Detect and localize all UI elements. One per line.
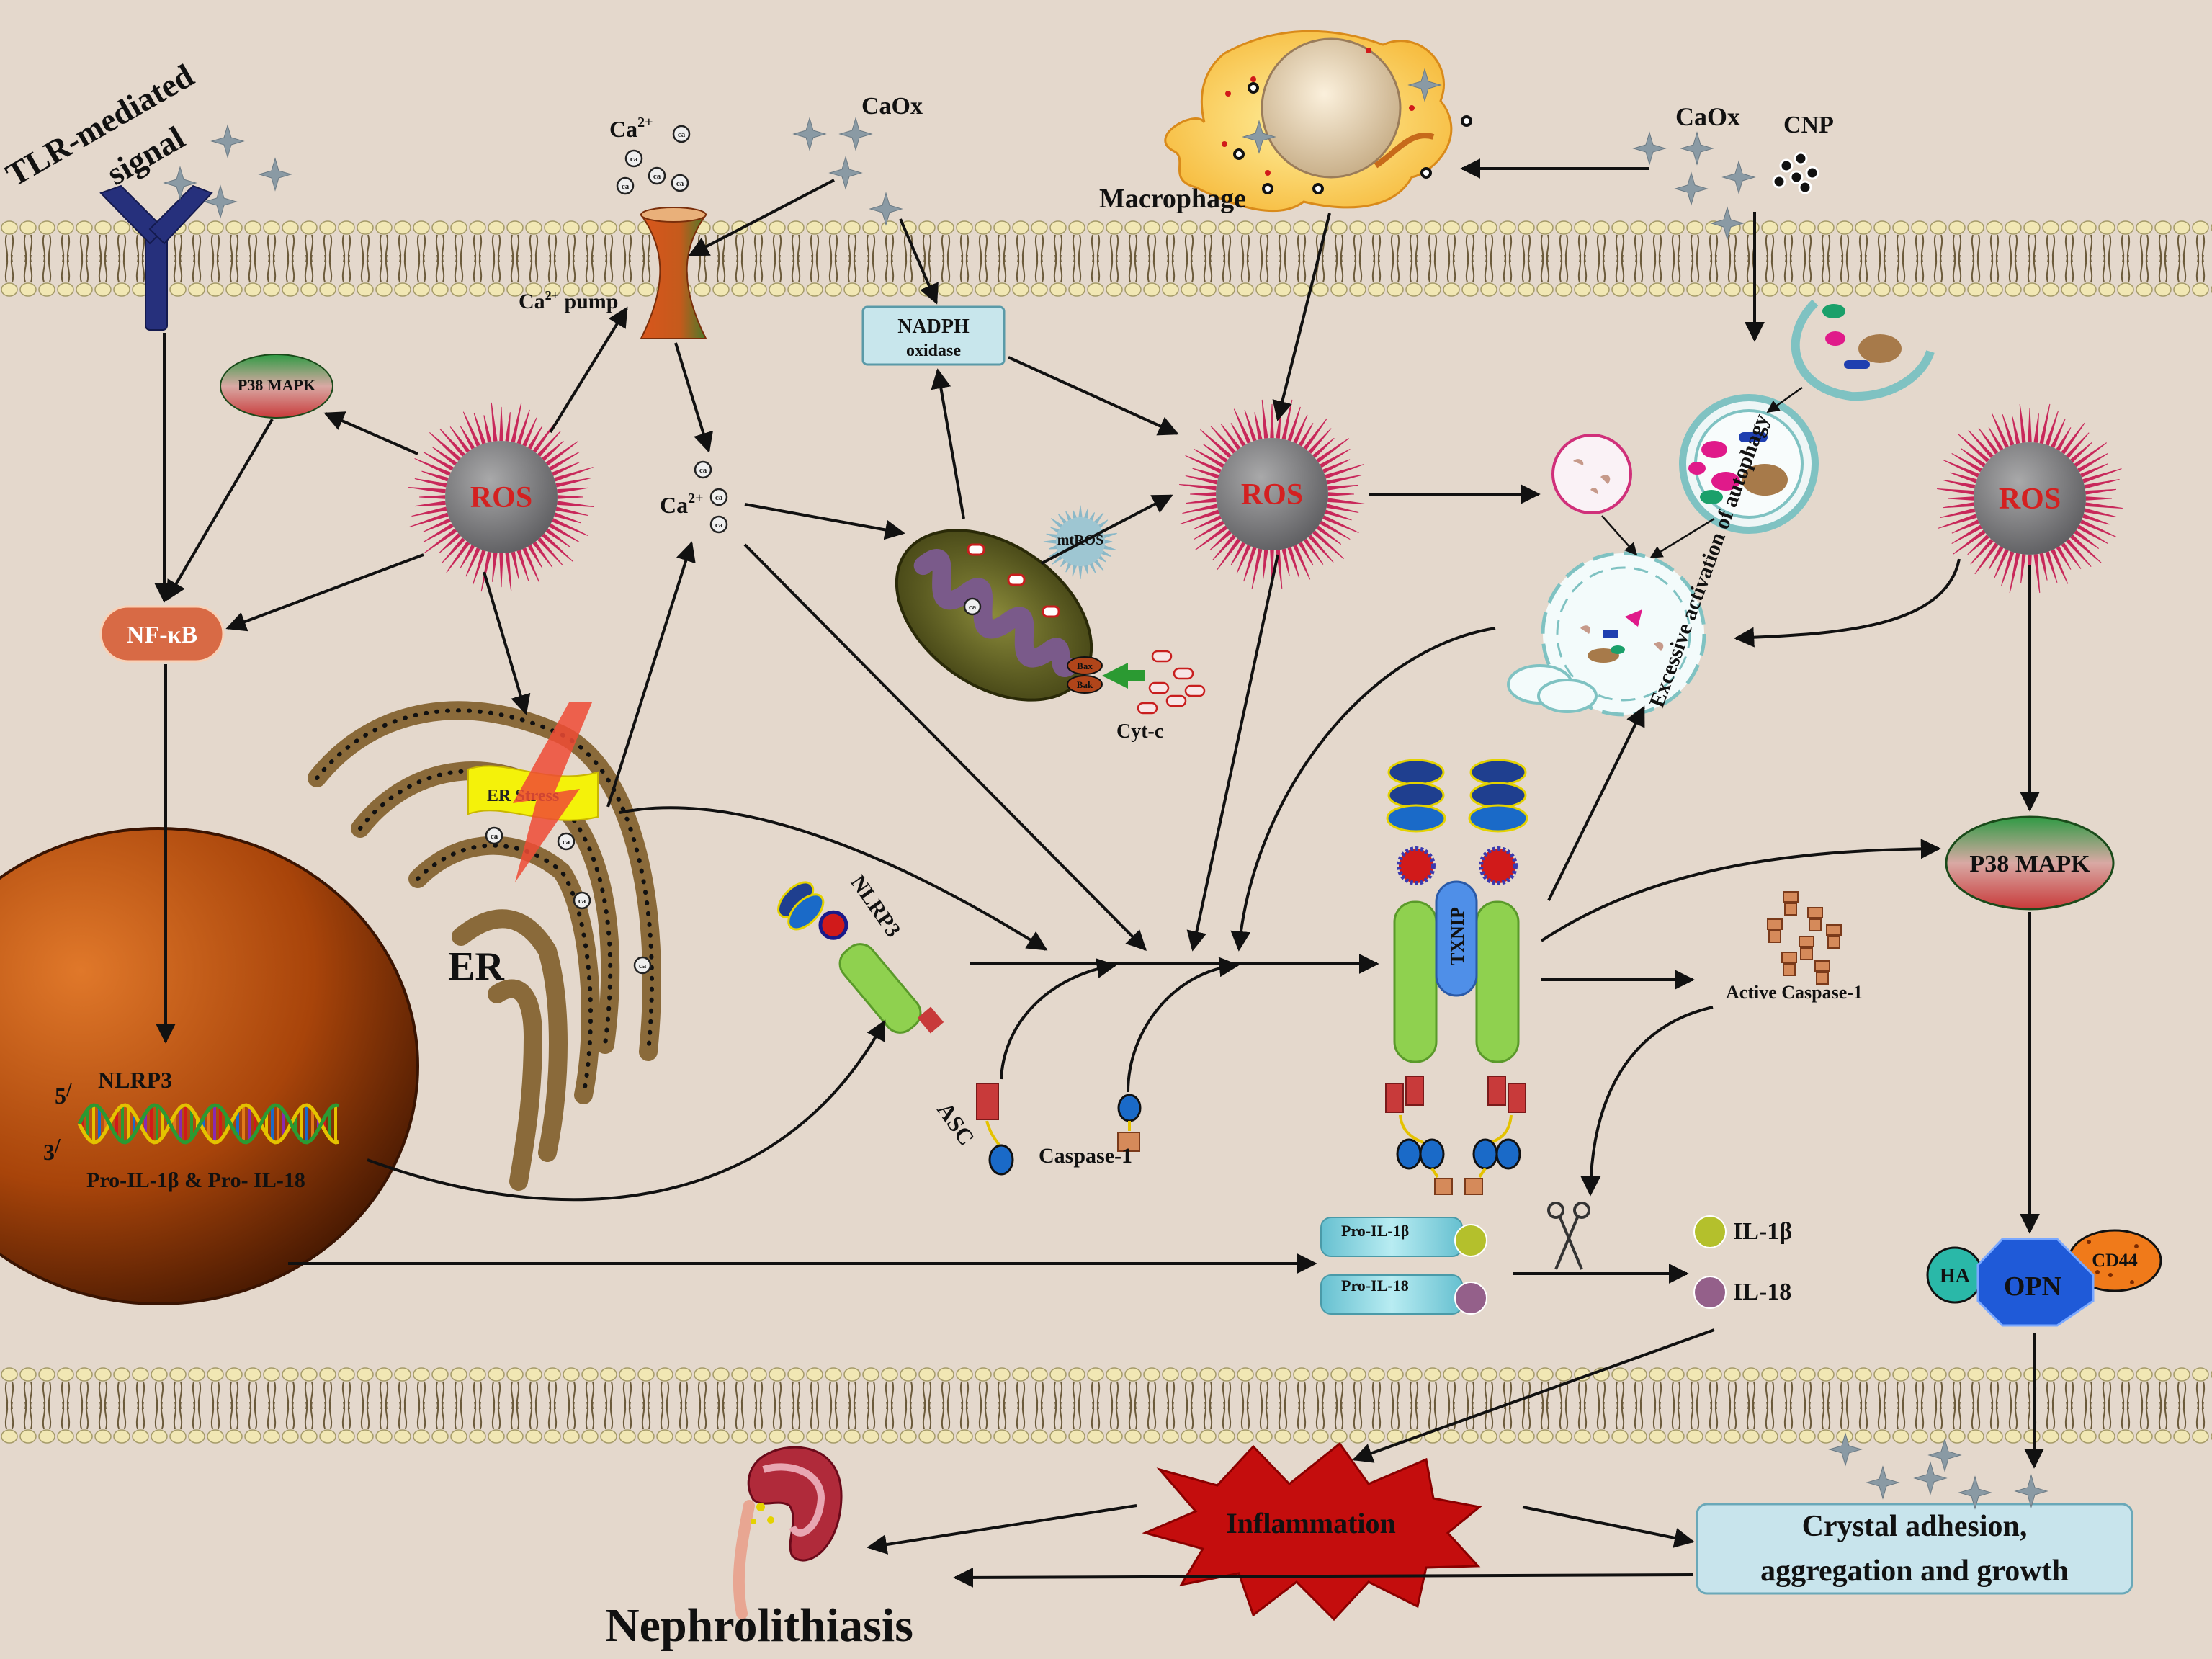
green-arrow-icon <box>1102 663 1145 689</box>
caox-right-label: CaOx <box>1675 102 1740 131</box>
ca-top-label: Ca2+ <box>609 115 653 142</box>
nfkb-node <box>99 605 225 663</box>
ros-right-label: ROS <box>1999 483 2061 516</box>
bax-label: Bax <box>1077 661 1093 671</box>
nucleus <box>0 827 419 1305</box>
caspase1-icon <box>1117 1094 1142 1122</box>
cytc-label: Cyt-c <box>1116 720 1163 743</box>
nadph-line2: oxidase <box>906 341 961 360</box>
asc-icon <box>976 1083 999 1120</box>
asc-label: ASC <box>932 1097 980 1150</box>
ros-left-label: ROS <box>470 481 532 514</box>
ros-burst-left <box>408 402 594 592</box>
il1b-dot <box>1693 1215 1727 1248</box>
bak-protein <box>1067 675 1103 694</box>
phagophore <box>1791 299 1935 401</box>
p38-mapk-left-label: P38 MAPK <box>238 376 315 394</box>
nfkb-label: NF-κB <box>127 622 197 648</box>
active-caspase-label: Active Caspase-1 <box>1726 982 1863 1003</box>
pro-il1b-label: Pro-IL-1β <box>1341 1222 1409 1240</box>
lysosome <box>1551 434 1632 514</box>
ha-label: HA <box>1940 1265 1971 1287</box>
cell-membrane-top <box>1 220 2212 297</box>
nlrp3-gene-label: NLRP3 <box>98 1067 172 1093</box>
scissors-icon <box>1547 1202 1590 1270</box>
er-label: ER <box>448 944 504 989</box>
caspase1-label: Caspase-1 <box>1039 1144 1132 1168</box>
cnp-label: CNP <box>1783 112 1834 138</box>
ros-burst-center <box>1179 399 1365 589</box>
crystal-line2: aggregation and growth <box>1760 1555 2069 1588</box>
kidney-icon <box>733 1446 843 1619</box>
opn-node <box>1976 1238 2095 1327</box>
pathway-arrows <box>154 158 2044 1588</box>
nadph-oxidase <box>861 305 1006 366</box>
il18-dot-pro <box>1454 1282 1487 1315</box>
p38-mapk-left <box>220 354 333 419</box>
bax-protein <box>1067 656 1103 675</box>
dna-helix <box>77 1103 339 1145</box>
autophagosome <box>1679 394 1819 534</box>
il18-dot <box>1693 1276 1727 1309</box>
three-prime-label: 3/ <box>43 1135 61 1165</box>
il1b-dot-pro <box>1454 1224 1487 1257</box>
txnip-label: TXNIP <box>1447 907 1468 965</box>
tlr-receptor-icon <box>99 184 213 331</box>
nlrp3-protein-inactive <box>777 881 848 940</box>
macrophage-label: Macrophage <box>1099 184 1246 214</box>
crystal-line1: Crystal adhesion, <box>1802 1510 2028 1543</box>
pro-il-gene-label: Pro-IL-1β & Pro- IL-18 <box>86 1168 305 1192</box>
ca-pump-label: Ca2+ pump <box>519 288 618 313</box>
opn-label: OPN <box>2004 1271 2061 1302</box>
nephrolithiasis-label: Nephrolithiasis <box>605 1599 913 1652</box>
il18-label: IL-18 <box>1733 1279 1791 1305</box>
nlrp3-protein-label: NLRP3 <box>846 871 905 942</box>
inflammation-label: Inflammation <box>1226 1507 1396 1539</box>
cnp-particles <box>1772 151 1819 194</box>
macrophage-nucleus <box>1261 37 1402 179</box>
mitochondrion <box>895 529 1093 702</box>
crystal-box <box>1696 1503 2133 1595</box>
autolysosome <box>1507 551 1706 717</box>
il1b-label: IL-1β <box>1733 1218 1792 1245</box>
caox-top-label: CaOx <box>861 93 923 120</box>
cytochrome-c <box>1137 650 1206 715</box>
nlrp3-inflammasome <box>1385 759 1528 1195</box>
five-prime-label: 5/ <box>55 1079 73 1109</box>
nadph-line1: NADPH <box>897 316 970 338</box>
p38-mapk-right <box>1945 815 2115 911</box>
pro-il18-label: Pro-IL-18 <box>1341 1276 1409 1294</box>
cd44-label: CD44 <box>2092 1250 2138 1271</box>
active-caspase1-cluster <box>1767 891 1842 985</box>
nlrp3-inactive-body <box>838 943 922 1034</box>
ros-burst-right <box>1937 403 2123 594</box>
p38-mapk-right-label: P38 MAPK <box>1969 851 2090 877</box>
lightning-icon <box>513 702 592 882</box>
ros-center-label: ROS <box>1241 478 1303 511</box>
bak-label: Bak <box>1077 679 1093 690</box>
ca-mid-label: Ca2+ <box>660 491 704 518</box>
cell-membrane-bottom <box>1 1367 2212 1444</box>
